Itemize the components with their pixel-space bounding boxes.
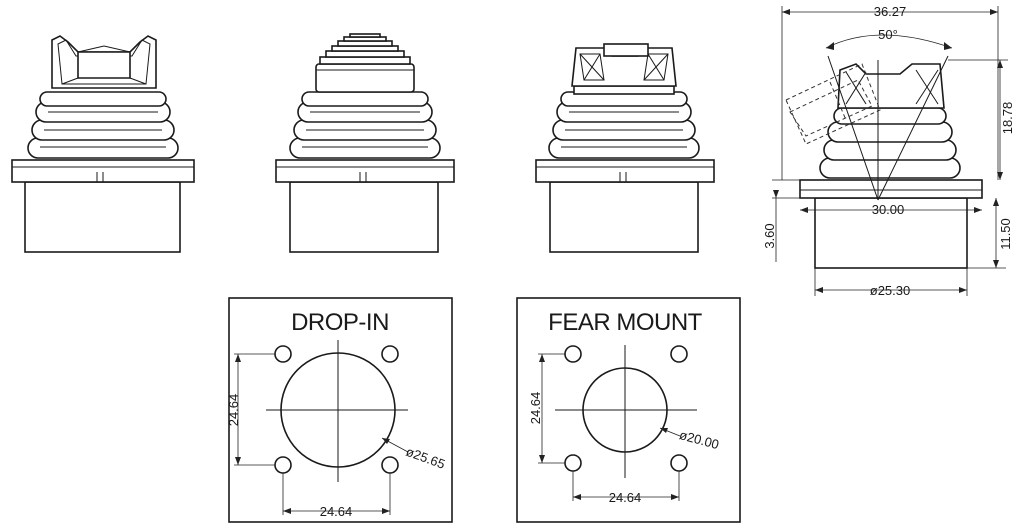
joystick-view-cup	[11, 35, 195, 253]
dim-overall-width: 36.27	[874, 4, 907, 19]
drop-in-cutout-diameter: ø25.65	[404, 444, 447, 472]
grip-head	[571, 43, 677, 95]
drop-in-panel: DROP-IN 24.64 24.64 ø25.65	[226, 297, 453, 523]
joystick-view-stepped	[275, 33, 455, 253]
tilted-head-outline	[785, 63, 881, 145]
mount-hole	[381, 345, 399, 363]
mount-hole	[274, 345, 292, 363]
rear-mount-cutout-diameter: ø20.00	[678, 427, 721, 452]
flange	[535, 159, 715, 183]
flange	[275, 159, 455, 183]
mount-hole	[564, 345, 582, 363]
dim-upper-height: 18.78	[1000, 102, 1015, 135]
dimension-drawing: 36.27 50° 18.78 30.00 3.60 11.50 ø25.30	[762, 4, 1015, 298]
drop-in-title: DROP-IN	[291, 309, 389, 336]
drop-in-vertical-spacing: 24.64	[226, 394, 241, 427]
mount-hole	[564, 454, 582, 472]
boot-rings	[27, 91, 179, 159]
drop-in-frame	[228, 297, 453, 523]
boot-rings	[289, 91, 441, 159]
dim-tilt-angle: 50°	[878, 27, 898, 42]
rear-mount-horizontal-spacing: 24.64	[609, 490, 642, 505]
rear-mount-vertical-spacing: 24.64	[528, 392, 543, 425]
dim-flange-thickness: 3.60	[762, 223, 777, 248]
stepped-head	[315, 33, 415, 93]
base-body	[24, 181, 181, 253]
dim-body-height: 11.50	[998, 218, 1013, 250]
mount-hole	[670, 345, 688, 363]
drop-in-horizontal-spacing: 24.64	[320, 504, 353, 519]
dim-flange-width: 30.00	[872, 202, 905, 217]
rear-mount-title: FEAR MOUNT	[548, 309, 703, 336]
mount-hole	[274, 456, 292, 474]
mount-hole	[381, 456, 399, 474]
mount-hole	[670, 454, 688, 472]
rear-mount-panel: FEAR MOUNT 24.64 24.64 ø20.00	[516, 297, 741, 523]
joystick-view-grip	[535, 43, 715, 253]
dim-boot-rings	[819, 107, 961, 179]
boot-rings	[548, 91, 700, 159]
angle-arc	[825, 34, 953, 49]
dim-body-diameter: ø25.30	[870, 283, 910, 298]
base-body	[549, 181, 699, 253]
dim-flange	[799, 179, 983, 199]
rear-mount-frame	[516, 297, 741, 523]
base-body	[289, 181, 439, 253]
